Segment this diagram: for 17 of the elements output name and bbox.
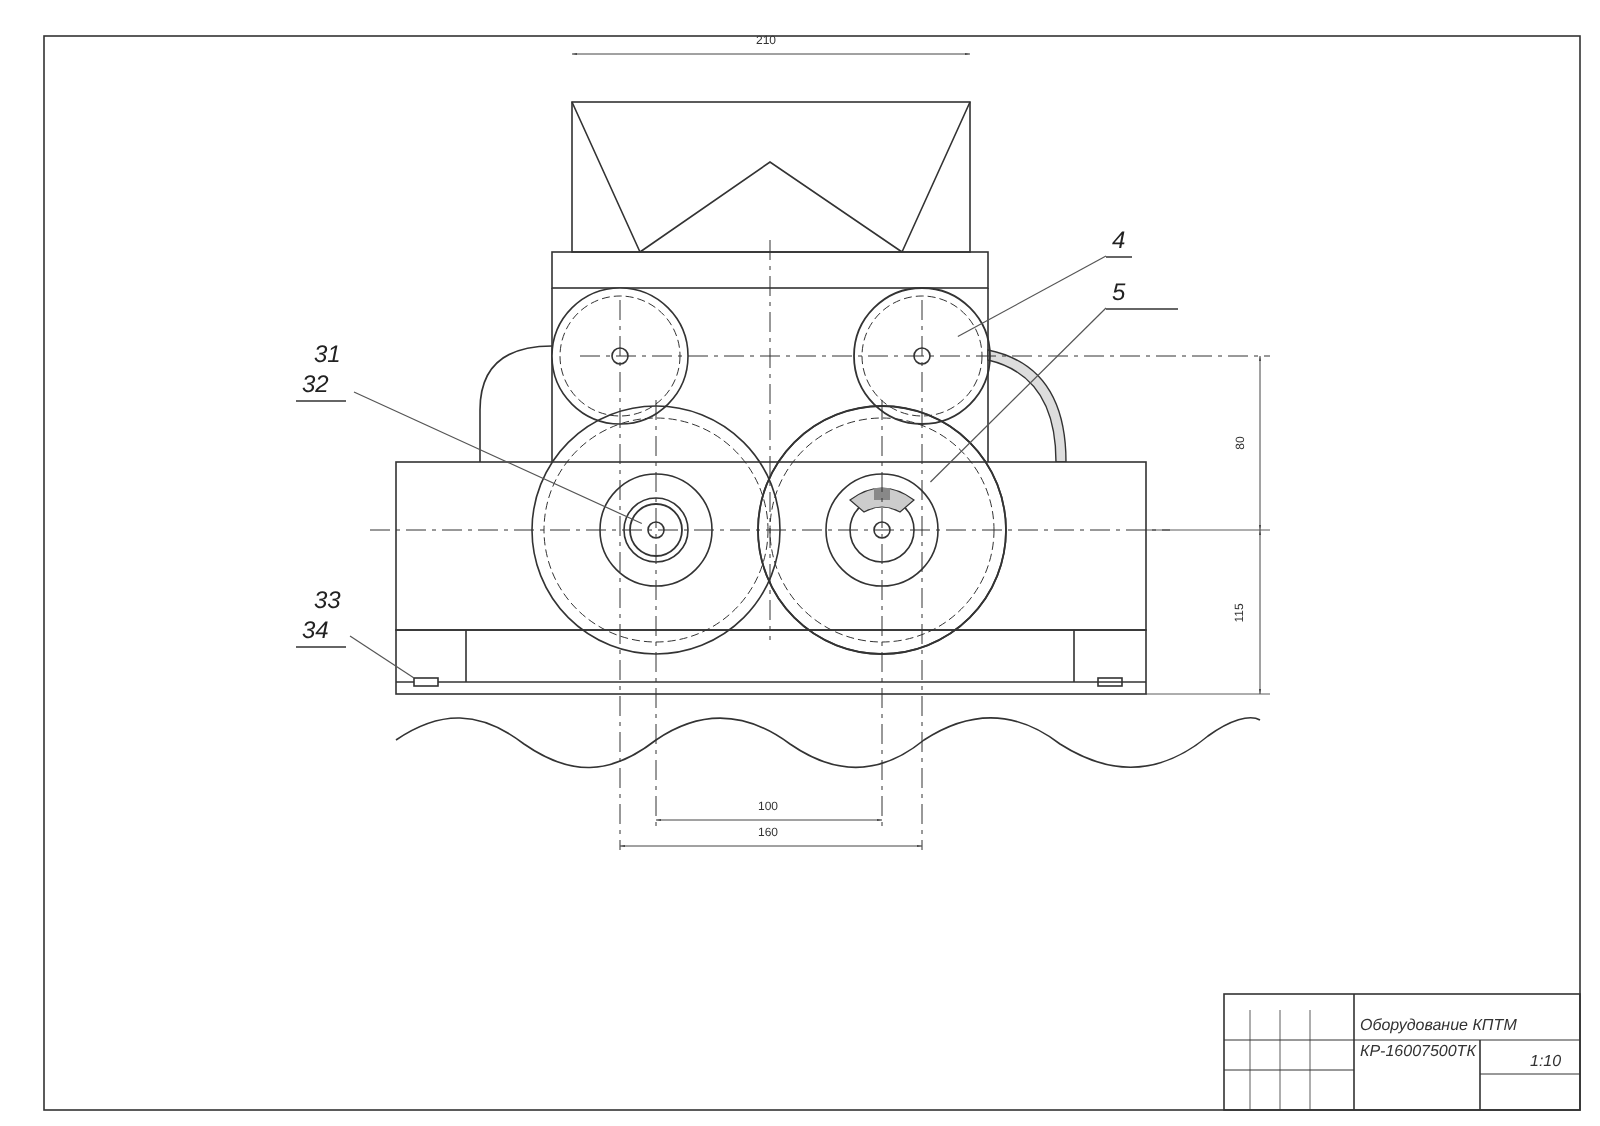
leader-line (353, 391, 643, 525)
callout-number: 34 (296, 616, 347, 648)
callout-number: 5 (1106, 278, 1178, 310)
drawing-number: КР-16007500ТК (1360, 1042, 1476, 1060)
anchor-bolt (413, 677, 439, 687)
title-text: Оборудование КПТМ (1360, 1016, 1517, 1034)
callout-number: 33 (312, 586, 343, 616)
leader-line (929, 307, 1107, 483)
scale-text: 1:10 (1530, 1052, 1562, 1070)
leader-line (957, 255, 1107, 338)
callout-number: 32 (296, 370, 347, 402)
leader-line (349, 635, 415, 679)
callout-number: 31 (312, 340, 343, 370)
feed-roller (853, 287, 991, 425)
callout-number: 4 (1106, 226, 1132, 258)
shaft-hub (629, 503, 683, 557)
crushing-roller (757, 405, 1007, 655)
